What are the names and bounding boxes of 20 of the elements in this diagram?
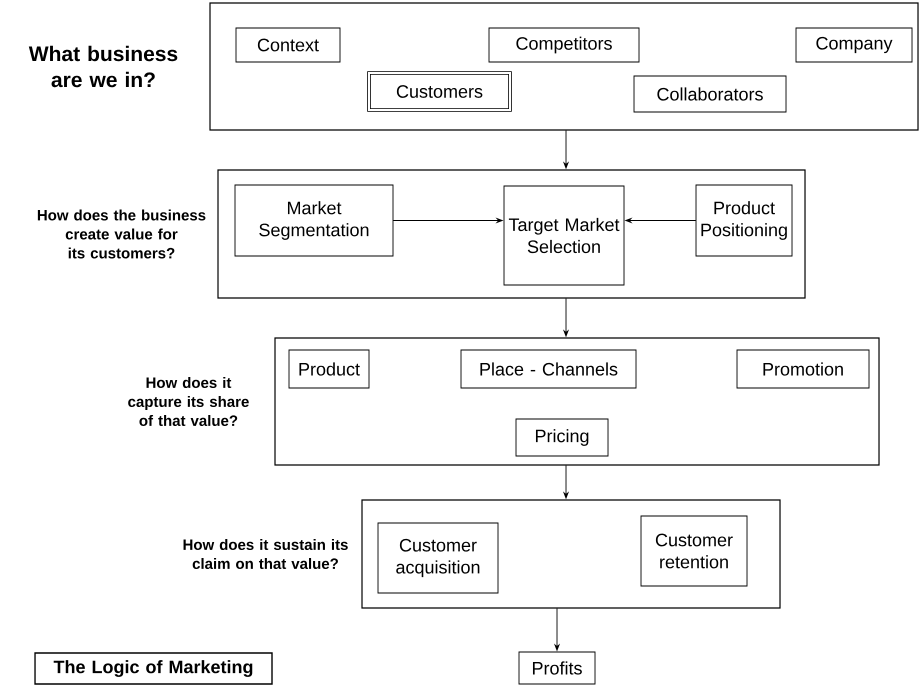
- process-box: Place - Channels: [460, 350, 636, 388]
- question-heading: How does the business create value for its customers?: [38, 210, 206, 258]
- question-heading: How does it capture its share of that value?: [128, 377, 249, 426]
- process-box: Market Segmentation: [234, 184, 394, 256]
- process-box: Promotion: [736, 350, 870, 388]
- process-box: Pricing: [516, 418, 608, 456]
- process-box: Product Positioning: [696, 184, 792, 256]
- process-box: Customers: [367, 71, 512, 112]
- process-box: Collaborators: [634, 76, 786, 112]
- process-box: Profits: [518, 652, 596, 684]
- process-box: Product: [288, 350, 370, 388]
- process-box: Competitors: [488, 28, 640, 62]
- process-box: Customer acquisition: [378, 522, 498, 594]
- title-box: The Logic of Marketing: [34, 652, 273, 685]
- process-box: Customer retention: [640, 516, 748, 586]
- question-heading: What business are we in?: [28, 46, 178, 88]
- process-box: Company: [796, 28, 912, 62]
- question-heading: How does it sustain its claim on that value?: [184, 539, 348, 569]
- process-box: Target Market Selection: [504, 186, 624, 286]
- process-box: Context: [236, 28, 340, 62]
